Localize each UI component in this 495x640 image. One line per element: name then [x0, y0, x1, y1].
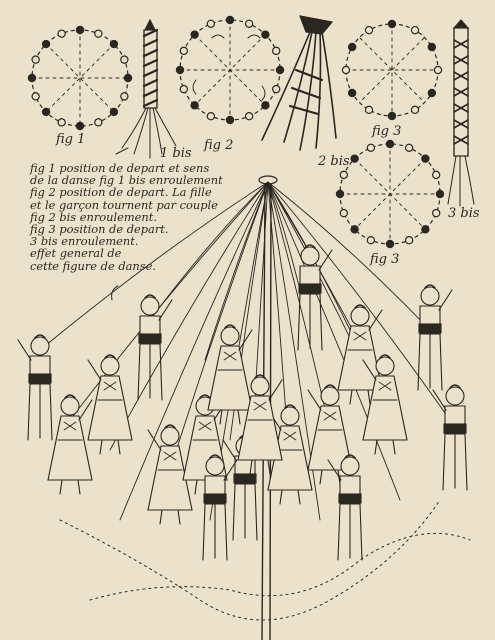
dancer-figure: [137, 294, 173, 401]
legend-line: cette figure de danse.: [30, 258, 156, 273]
fig3bis-label: 3 bis: [448, 206, 480, 221]
dancer-figure: [432, 384, 468, 491]
fig3-bottom-label: fig 3: [370, 252, 400, 267]
legend-line: de la danse fig 1 bis enroulement: [30, 173, 223, 188]
fig2-diagram: [175, 15, 285, 125]
dancer-figure: [207, 324, 253, 425]
fig1bis-pole: [121, 18, 177, 159]
fig2bis-label: 2 bis: [318, 154, 350, 169]
fig3-top-label: fig 3: [372, 124, 402, 139]
legend-line: et le garçon tournent par couple: [30, 197, 218, 212]
fig2-label: fig 2: [204, 138, 234, 153]
legend-line: fig 2 position de depart. La fille: [30, 185, 212, 200]
dancer-figure: [297, 244, 333, 351]
legend-line: fig 3 position de depart.: [30, 222, 169, 237]
dancer-figure: [47, 394, 93, 495]
dancer-figure: [362, 354, 408, 455]
fig3bis-pole: [447, 19, 475, 207]
fig1-diagram: [27, 25, 133, 131]
legend-line: 3 bis enroulement.: [30, 234, 139, 249]
dance-path: [59, 499, 441, 621]
dancer-figure: [307, 384, 353, 485]
legend-line: effet general de: [30, 246, 122, 261]
legend-line: fig 1 position de depart et sens: [30, 161, 210, 175]
fig1-label: fig 1: [56, 132, 86, 147]
dancer-figure: [17, 334, 53, 441]
legend-line: fig 2 bis enroulement.: [30, 209, 157, 224]
fig3-bottom-diagram: [335, 139, 445, 249]
dancer-figure: [202, 454, 238, 561]
fig2bis-ribbons: [261, 15, 337, 151]
dancer-figure: [147, 424, 193, 525]
legend-text: fig 1 position de depart et sens de la d…: [30, 162, 265, 272]
dancer-figure: [327, 454, 363, 561]
dancer-figure: [267, 404, 313, 505]
dancer-figure: [87, 354, 133, 455]
dancer-figure: [237, 374, 283, 475]
fig1bis-label: 1 bis: [160, 146, 192, 161]
dancer-figure: [417, 284, 453, 391]
fig3-top-diagram: [341, 19, 443, 121]
